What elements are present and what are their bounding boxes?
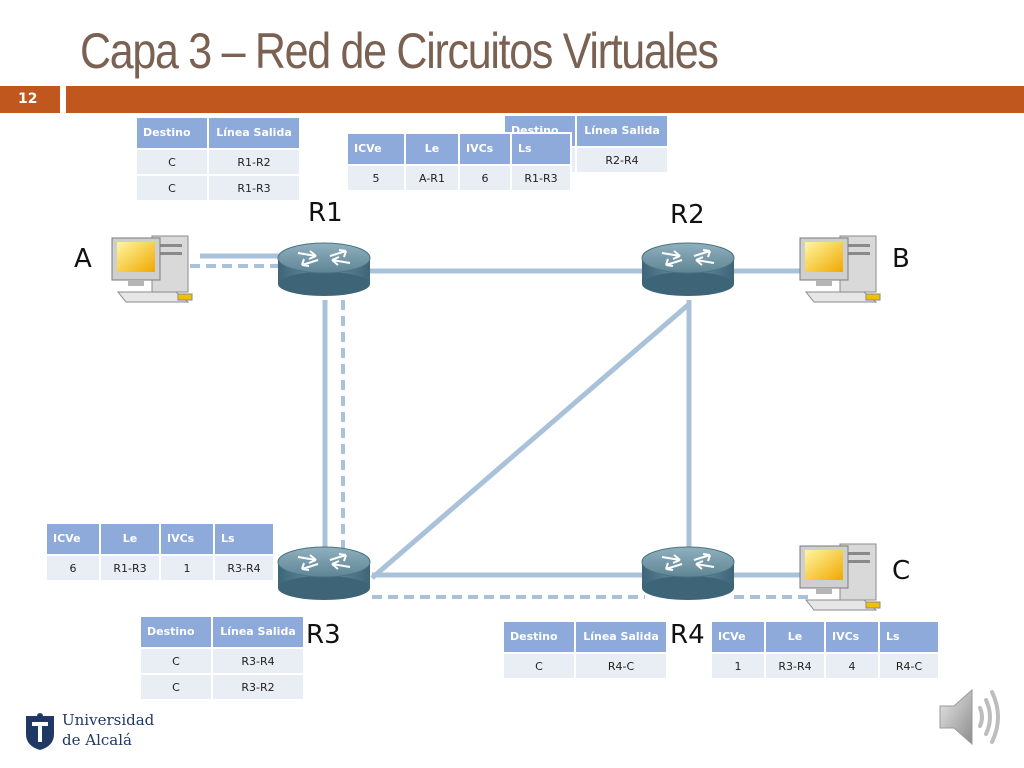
host-b-label: B xyxy=(892,244,910,274)
speaker-icon[interactable] xyxy=(936,684,1006,750)
table-header: Ls xyxy=(215,524,273,554)
table-header: Línea Salida xyxy=(576,622,666,652)
computer-icon xyxy=(799,543,881,611)
slide-number: 12 xyxy=(0,86,60,113)
table-row: 6 R1-R3 1 R3-R4 xyxy=(47,556,273,580)
r3-routing-table: Destino Línea Salida C R3-R4 C R3-R2 xyxy=(139,615,305,701)
table-header: IVCs xyxy=(161,524,213,554)
table-row: C R3-R4 xyxy=(141,649,303,673)
table-header: Línea Salida xyxy=(577,116,667,146)
r4-vc-table: ICVe Le IVCs Ls 1 R3-R4 4 R4-C xyxy=(710,620,940,680)
table-header: IVCs xyxy=(460,134,510,164)
university-logo: Universidad de Alcalá xyxy=(62,710,154,750)
table-header: Le xyxy=(101,524,159,554)
table-header: Ls xyxy=(880,622,938,652)
router-icon xyxy=(277,242,371,297)
table-header: Ls xyxy=(512,134,570,164)
router-r1-label: R1 xyxy=(308,198,343,228)
table-header: Destino xyxy=(141,617,211,647)
table-row: C R1-R3 xyxy=(137,176,299,200)
r1-routing-table: Destino Línea Salida C R1-R2 C R1-R3 xyxy=(135,116,301,202)
table-row: C R4-C xyxy=(504,654,666,678)
table-header: IVCs xyxy=(826,622,878,652)
table-header: ICVe xyxy=(47,524,99,554)
r1-vc-table: ICVe Le IVCs Ls 5 A-R1 6 R1-R3 xyxy=(346,132,572,192)
table-header: Le xyxy=(406,134,458,164)
header-bar xyxy=(66,86,1024,113)
computer-icon xyxy=(799,235,881,303)
router-r3-label: R3 xyxy=(306,620,341,650)
logo-line-2: de Alcalá xyxy=(62,731,132,749)
table-header: ICVe xyxy=(712,622,764,652)
table-row: 5 A-R1 6 R1-R3 xyxy=(348,166,570,190)
computer-icon xyxy=(111,235,193,303)
table-row: 1 R3-R4 4 R4-C xyxy=(712,654,938,678)
logo-line-1: Universidad xyxy=(62,711,155,729)
router-icon xyxy=(641,242,735,297)
table-row: C R1-R2 xyxy=(137,150,299,174)
university-crest-icon xyxy=(26,713,54,750)
table-header: Destino xyxy=(504,622,574,652)
router-icon xyxy=(641,546,735,601)
host-a-label: A xyxy=(74,244,92,274)
router-r4-label: R4 xyxy=(670,620,705,650)
router-icon xyxy=(277,546,371,601)
table-header: ICVe xyxy=(348,134,404,164)
router-r2-label: R2 xyxy=(670,200,705,230)
r4-routing-table: Destino Línea Salida C R4-C xyxy=(502,620,668,680)
slide-title: Capa 3 – Red de Circuitos Virtuales xyxy=(80,23,719,79)
table-row: C R3-R2 xyxy=(141,675,303,699)
table-header: Le xyxy=(766,622,824,652)
r2-routing-table: Destino Línea Salida R2-R4 xyxy=(503,114,669,174)
r3-vc-table: ICVe Le IVCs Ls 6 R1-R3 1 R3-R4 xyxy=(45,522,275,582)
table-header: Destino xyxy=(137,118,207,148)
table-header: Línea Salida xyxy=(213,617,303,647)
host-c-label: C xyxy=(892,556,911,586)
table-header: Línea Salida xyxy=(209,118,299,148)
